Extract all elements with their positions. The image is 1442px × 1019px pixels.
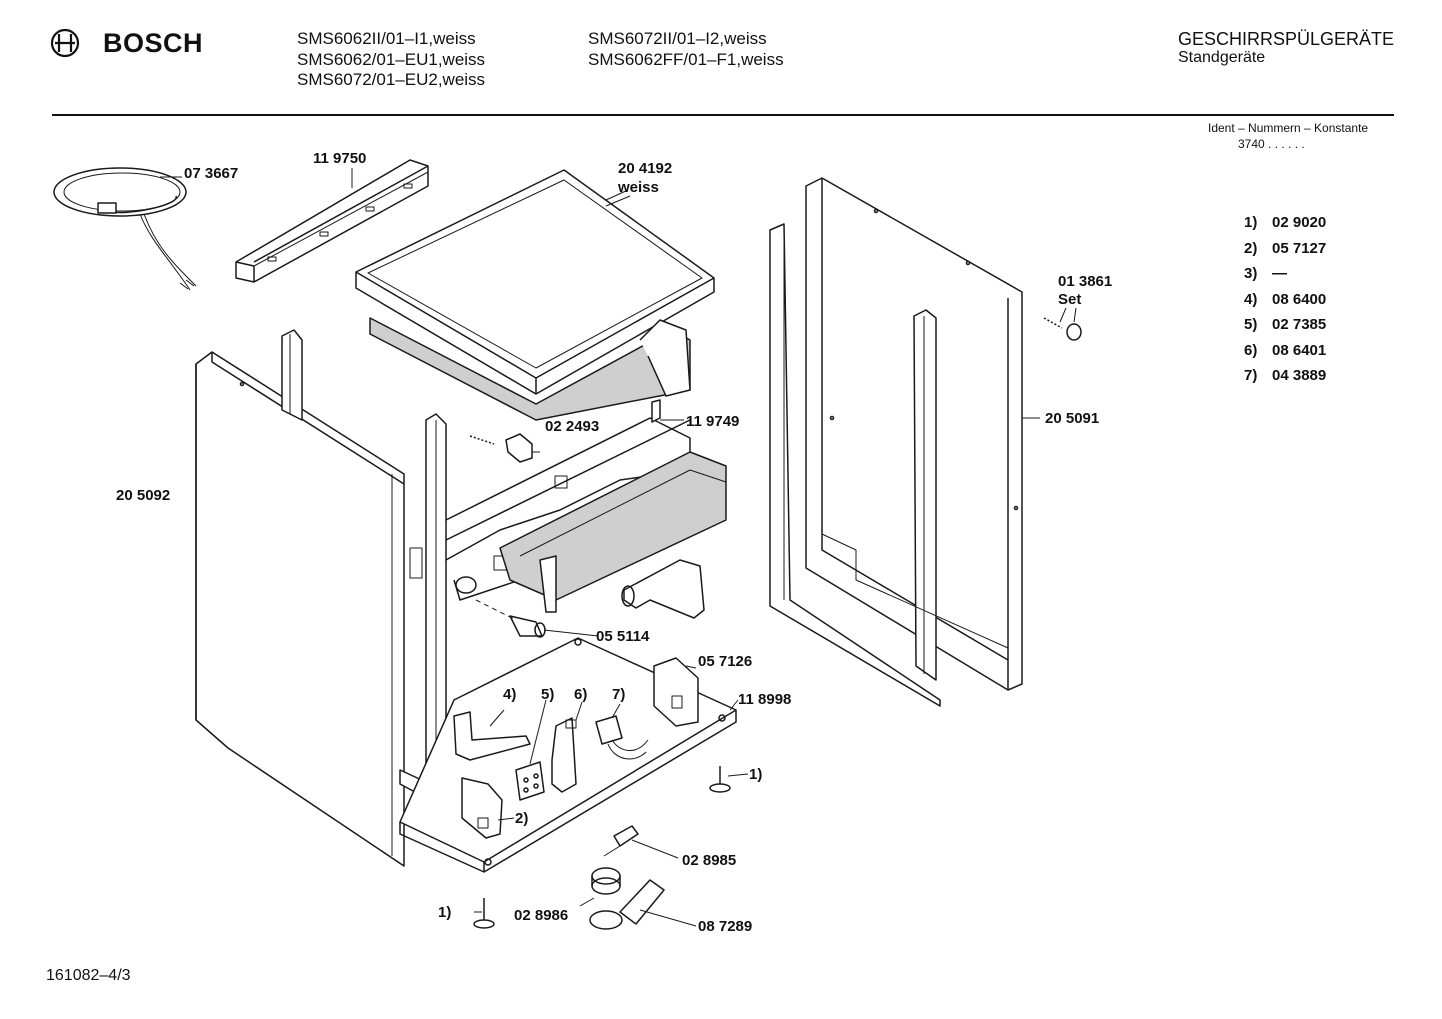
label-callout-4: 4) [503,686,517,703]
legend-item: 6) 08 6401 [1244,342,1326,368]
clip-drawing [469,433,533,463]
label-callout-6: 6) [574,686,588,703]
legend-item: 1) 02 9020 [1244,214,1326,240]
brand-name: BOSCH [103,28,204,58]
legend-key: 7) [1244,367,1258,384]
power-cord-drawing [53,167,197,291]
label-callout-7: 7) [612,686,626,703]
label-float-switch: 02 8985 [682,852,737,869]
label-worktop-color: weiss [618,179,659,196]
part-4-drawing [453,711,531,761]
legend-item: 7) 04 3889 [1244,367,1326,393]
duct-drawing [621,559,705,619]
label-callout-5: 5) [541,686,555,703]
label-callout-1-bottom: 1) [438,904,452,921]
legend-key: 1) [1244,214,1258,231]
float-switch-drawing [603,825,639,857]
model-line: SMS6062/01–EU1,weiss [297,49,486,69]
switch-holder-drawing [589,879,665,930]
insulation-mat-drawing [369,317,691,421]
part-2-drawing [461,777,503,839]
float-drawing [591,867,621,895]
legend-value: — [1272,265,1287,282]
ident-label: Ident – Nummern – Konstante [1208,121,1369,135]
category-title: GESCHIRRSPÜLGERÄTE [1178,29,1395,49]
model-line: SMS6072II/01–I2,weiss [588,29,767,48]
label-top-rail: 11 9750 [313,150,367,167]
model-line: SMS6062FF/01–F1,weiss [588,49,784,69]
model-line: SMS6062II/01–I1,weiss [297,29,476,48]
label-holder: 05 7126 [698,653,753,670]
legend-list: 1) 02 9020 2) 05 7127 3) — 4) 08 6400 5) 02 7… [1244,214,1326,393]
label-bracket: 11 9749 [686,413,740,430]
model-line: SMS6072/01–EU2,weiss [297,70,486,89]
label-cover-set-suffix: Set [1058,291,1082,308]
bosch-logo-icon [50,28,80,58]
legend-value: 02 7385 [1272,316,1327,333]
legend-item: 2) 05 7127 [1244,240,1326,266]
capacitor-drawing [475,599,546,638]
holder-drawing [653,657,699,727]
label-power-cord: 07 3667 [184,165,239,182]
cover-set-drawing [1043,317,1082,341]
worktop-drawing [355,169,715,395]
model-list-1: SMS6062II/01–I1,weiss SMS6062/01–EU1,wei… [297,29,485,91]
legend-key: 3) [1244,265,1258,282]
legend-value: 02 9020 [1272,214,1327,231]
legend-item: 4) 08 6400 [1244,291,1326,317]
label-clip: 02 2493 [545,418,600,435]
drawing-number: 161082–4/3 [46,967,131,984]
legend-key: 2) [1244,239,1258,257]
left-panel-drawing [195,351,405,867]
header-divider [52,114,1394,116]
legend-key: 5) [1244,316,1258,333]
label-float: 02 8986 [514,907,569,924]
legend-value: 08 6400 [1272,290,1327,308]
foot-drawing [473,766,731,929]
leader-lines [351,168,1077,927]
sound-damping-box-drawing [499,451,727,613]
legend-item: 3) — [1244,265,1326,291]
rear-upright-drawing [281,329,303,421]
legend-value: 05 7127 [1272,239,1327,257]
legend-key: 6) [1244,341,1258,359]
label-left-panel: 20 5092 [116,487,171,504]
part-5-drawing [515,761,545,801]
legend-item: 5) 02 7385 [1244,316,1326,342]
legend-value: 04 3889 [1272,367,1327,384]
label-cover-set: 01 3861 [1058,273,1113,290]
category-subtitle: Standgeräte [1178,49,1266,66]
right-frame-drawing [769,177,1023,707]
label-switch-holder: 08 7289 [698,918,753,935]
bracket-drawing [651,399,661,423]
label-callout-1-right: 1) [749,766,763,783]
part-7-drawing [595,715,649,760]
ident-number: 3740 . . . . . . [1238,137,1305,151]
part-6-drawing [551,717,577,793]
legend-key: 4) [1244,290,1258,308]
label-right-panel: 20 5091 [1045,410,1100,427]
model-list-2: SMS6072II/01–I2,weiss SMS6062FF/01–F1,we… [588,29,784,70]
top-rail-drawing [235,159,429,283]
legend-value: 08 6401 [1272,341,1327,359]
label-callout-2: 2) [515,810,529,827]
label-worktop: 20 4192 [618,160,673,177]
label-capacitor: 05 5114 [596,628,650,645]
label-base: 11 8998 [738,691,792,708]
